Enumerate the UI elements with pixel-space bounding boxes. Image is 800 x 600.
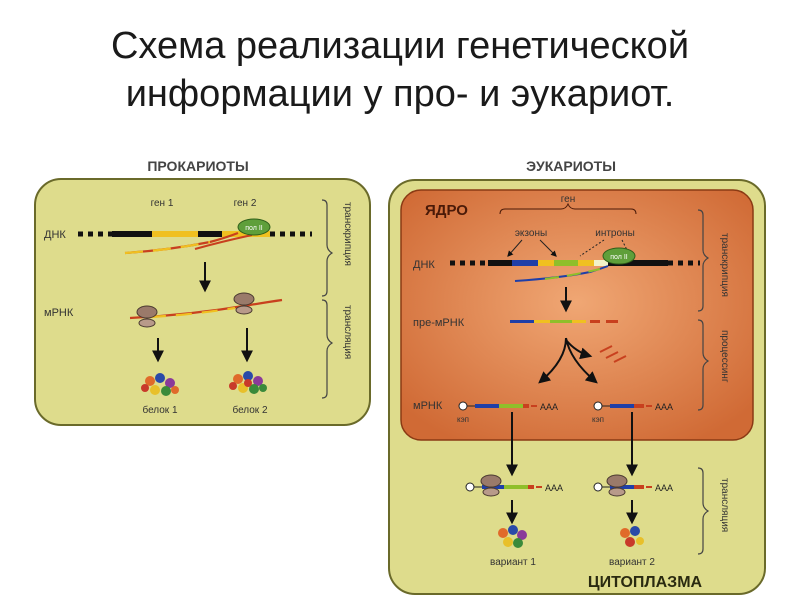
introns-label: интроны xyxy=(595,228,635,239)
slide-title-line-2: информации у про- и эукариот. xyxy=(125,73,675,115)
exon-intron-pointers xyxy=(507,239,631,257)
prokaryote-dna-label: ДНК xyxy=(44,229,66,241)
exons-label: экзоны xyxy=(515,228,547,239)
prokaryote-mrna-label: мРНК xyxy=(44,307,74,319)
cytoplasm-side-bracket xyxy=(697,467,710,555)
excised-introns-icon xyxy=(599,345,627,363)
slide-title: Схема реализации генетической информации… xyxy=(0,22,800,118)
prokaryote-translation-label: трансляция xyxy=(342,305,353,359)
eukaryotes-heading: ЭУКАРИОТЫ xyxy=(526,158,616,174)
eukaryote-translation-label: трансляция xyxy=(719,478,730,532)
variant2-label: вариант 2 xyxy=(609,557,655,568)
prokaryote-cell xyxy=(34,178,371,426)
eukaryote-mrna-label: мРНК xyxy=(413,400,443,412)
eukaryote-dna-label: ДНК xyxy=(413,259,435,271)
mrna2-polya: AAA xyxy=(655,402,673,412)
prokaryote-rna-transcripts xyxy=(124,231,253,255)
prokaryote-ribosome-1-icon xyxy=(136,305,158,328)
eukaryote-gene-label: ген xyxy=(561,194,576,205)
variant1-label: вариант 1 xyxy=(490,557,536,568)
eukaryote-polymerase-icon: пол II xyxy=(602,247,636,265)
pre-mrna-label: пре-мРНК xyxy=(413,317,465,329)
cytoplasm-mrna-2: AAA xyxy=(593,482,673,493)
mature-mrna-2: AAA кэп xyxy=(592,401,673,424)
prokaryote-side-brackets xyxy=(321,199,334,399)
variant-2-protein-icon xyxy=(620,526,644,547)
nucleus-side-brackets xyxy=(697,209,710,411)
prokaryote-ribosome-2-icon xyxy=(233,292,255,315)
eukaryote-ribosome-1-icon xyxy=(480,474,502,497)
eukaryote-dna-strand xyxy=(450,260,700,266)
prokaryote-transcription-label: транскрипция xyxy=(342,202,353,266)
processing-label: процессинг xyxy=(719,330,730,383)
cyto-mrna1-polya: AAA xyxy=(545,483,563,493)
eukaryote-ribosome-2-icon xyxy=(606,474,628,497)
splicing-arrows xyxy=(538,337,598,384)
prokaryotes-heading: ПРОКАРИОТЫ xyxy=(147,158,248,174)
prokaryote-polymerase-icon: пол II xyxy=(237,218,271,236)
variant-1-protein-icon xyxy=(498,525,527,548)
prokaryote-gene1-label: ген 1 xyxy=(151,198,174,209)
pre-mrna-strand xyxy=(510,320,618,323)
slide-title-line-1: Схема реализации генетической xyxy=(110,25,690,67)
eukaryote-nascent-rna-overlay xyxy=(544,268,601,280)
cytoplasm-label: ЦИТОПЛАЗМА xyxy=(588,574,703,591)
eukaryote-pol-label: пол II xyxy=(610,254,628,261)
mrna1-polya: AAA xyxy=(540,402,558,412)
eukaryote-gene-bracket xyxy=(499,202,637,215)
prokaryote-protein2-label: белок 2 xyxy=(232,404,268,416)
mrna1-cap-label: кэп xyxy=(457,415,469,424)
prokaryote-protein1-label: белок 1 xyxy=(142,404,178,416)
prokaryote-protein-2-icon xyxy=(229,371,267,394)
eukaryote-transcription-label: транскрипция xyxy=(719,233,730,297)
mrna2-cap-label: кэп xyxy=(592,415,604,424)
nucleus-label: ЯДРО xyxy=(425,202,468,219)
prokaryote-gene2-label: ген 2 xyxy=(234,198,257,209)
eukaryote-nucleus xyxy=(400,189,754,441)
mature-mrna-1: AAA кэп xyxy=(457,401,558,424)
cyto-mrna2-polya: AAA xyxy=(655,483,673,493)
prokaryote-protein-1-icon xyxy=(141,373,179,396)
prokaryote-pol-label: пол II xyxy=(245,225,263,232)
